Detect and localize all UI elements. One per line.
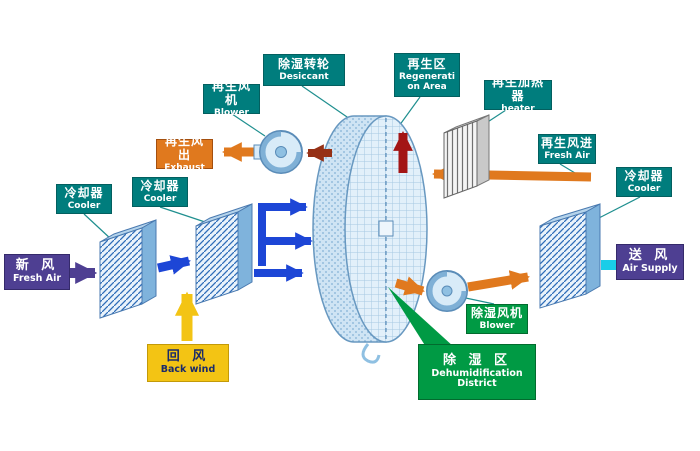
- cooler-left1-label: 冷却器 Cooler: [56, 184, 112, 214]
- dehum-blower-label: 除湿风机 Blower: [466, 304, 528, 334]
- en-text: Desiccant: [279, 71, 329, 82]
- cooler-unit-right: [539, 203, 601, 309]
- regen-fresh-air-label: 再生风进 Fresh Air: [538, 134, 596, 164]
- wheel-hub: [378, 220, 394, 237]
- en-text: Exhaust: [164, 162, 205, 173]
- zh-text: 冷却器: [624, 168, 664, 183]
- zh-text: 再生风进: [541, 135, 594, 150]
- regen-blower-label: 再生风机 Blower: [203, 79, 260, 118]
- en-text: Regeneration Area: [399, 71, 455, 92]
- zh-text: 除湿转轮: [277, 56, 330, 71]
- desiccant-label: 除湿转轮 Desiccant: [263, 54, 345, 86]
- en-text: Dehumidification District: [431, 367, 523, 390]
- zh-text: 再生区: [407, 56, 447, 71]
- blower-to-cooler-arrow: [467, 270, 530, 292]
- zh-text: 新 风: [15, 258, 59, 274]
- zh-text: 除湿风机: [470, 305, 523, 320]
- dehum-district-pointer: [388, 287, 454, 347]
- ribbon-decoration: [361, 343, 381, 364]
- en-text: Blower: [214, 107, 249, 118]
- zh-text: 回 风: [166, 349, 210, 365]
- exhaust-label: 再生风出 Exhaust: [156, 134, 213, 173]
- zh-text: 除 湿 区: [442, 352, 512, 368]
- zh-text: 冷却器: [64, 185, 104, 200]
- air-supply-label: 送 风 Air Supply: [616, 244, 684, 280]
- wheel-to-dehum-blower-arrow: [394, 276, 425, 296]
- en-text: Air Supply: [622, 263, 678, 274]
- dehum-district-label: 除 湿 区 Dehumidification District: [418, 344, 536, 400]
- en-text: Cooler: [67, 200, 101, 211]
- cooler-unit-left1: [99, 219, 157, 319]
- zh-text: 再生风出: [164, 134, 204, 162]
- en-text: Cooler: [627, 183, 661, 194]
- cooler-left2-label: 冷却器 Cooler: [132, 177, 188, 207]
- back-wind-label: 回 风 Back wind: [147, 344, 229, 382]
- fresh-air-label: 新 风 Fresh Air: [4, 254, 70, 290]
- process-arrow-top: [258, 198, 308, 266]
- regen-heater-unit: [443, 114, 490, 199]
- en-text: Blower: [479, 320, 515, 331]
- zh-text: 再生风机: [211, 79, 251, 107]
- en-text: Cooler: [143, 193, 177, 204]
- en-text: Fresh Air: [544, 150, 590, 161]
- en-text: heater: [501, 103, 535, 114]
- dehum-blower-fan: [426, 270, 468, 312]
- en-text: Back wind: [160, 364, 216, 375]
- regen-blower-fan: [253, 130, 303, 174]
- zh-text: 冷却器: [140, 178, 180, 193]
- regen-heater-label: 再生加热器 heater: [484, 75, 552, 114]
- callout-lines: [83, 85, 641, 305]
- zh-text: 送 风: [628, 248, 672, 264]
- regen-area-label: 再生区 Regeneration Area: [394, 53, 460, 97]
- cooler-right-label: 冷却器 Cooler: [616, 167, 672, 197]
- en-text: Fresh Air: [12, 273, 62, 284]
- cooler-to-cooler-arrow: [157, 255, 191, 275]
- zh-text: 再生加热器: [491, 75, 544, 103]
- cooler-unit-left2: [195, 203, 253, 305]
